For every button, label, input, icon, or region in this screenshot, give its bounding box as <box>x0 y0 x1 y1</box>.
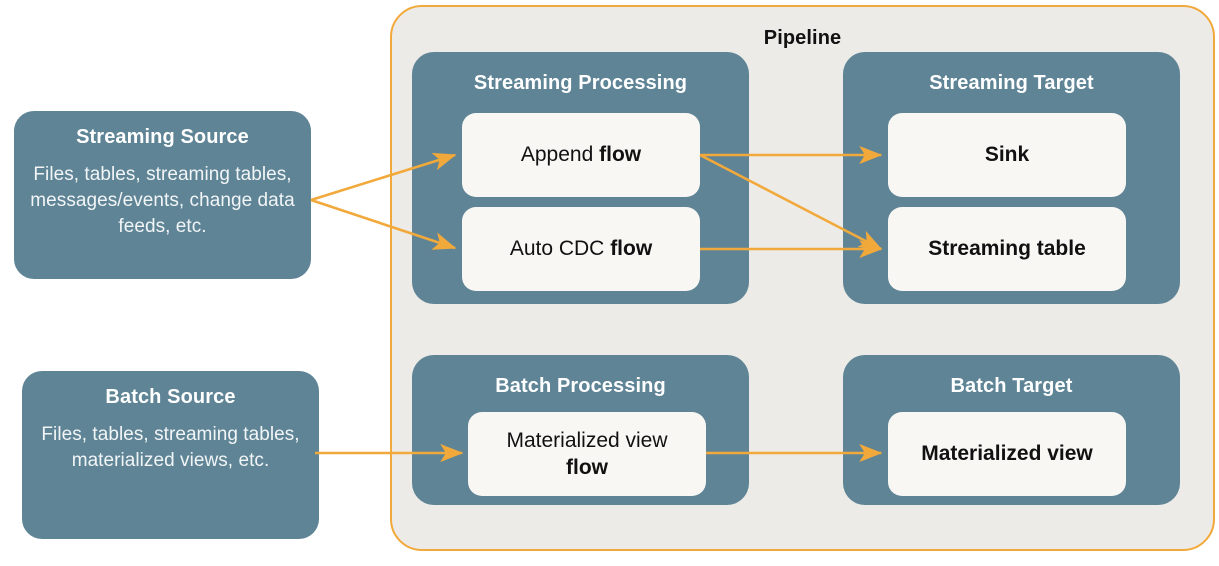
batch-target-title: Batch Target <box>950 375 1073 397</box>
batch-source-description: Files, tables, streaming tables, materia… <box>41 424 300 472</box>
streaming-processing-title: Streaming Processing <box>473 72 688 94</box>
auto-cdc-flow-card: Auto CDC flow <box>462 207 700 291</box>
auto-cdc-flow-prefix: Auto CDC <box>509 237 611 261</box>
streaming-target-title: Streaming Target <box>929 72 1094 94</box>
materialized-view-flow-prefix: Materialized view <box>506 428 668 452</box>
batch-source-box: Batch Source Files, tables, streaming ta… <box>22 371 319 539</box>
streaming-table-card: Streaming table <box>888 207 1126 291</box>
append-flow-card: Append flow <box>462 113 700 197</box>
streaming-source-box: Streaming Source Files, tables, streamin… <box>14 111 311 279</box>
streaming-source-description: Files, tables, streaming tables, message… <box>30 164 295 238</box>
sink-card: Sink <box>888 113 1126 197</box>
batch-source-title: Batch Source <box>105 386 236 408</box>
auto-cdc-flow-bold: flow <box>610 237 653 261</box>
streaming-source-title: Streaming Source <box>76 126 249 148</box>
append-flow-bold: flow <box>599 143 642 167</box>
materialized-view-flow-card: Materialized view flow <box>468 412 706 496</box>
pipeline-title: Pipeline <box>763 27 842 49</box>
batch-processing-title: Batch Processing <box>495 375 666 397</box>
materialized-view-card: Materialized view <box>888 412 1126 496</box>
append-flow-prefix: Append <box>520 143 600 167</box>
materialized-view-flow-bold: flow <box>566 456 608 479</box>
